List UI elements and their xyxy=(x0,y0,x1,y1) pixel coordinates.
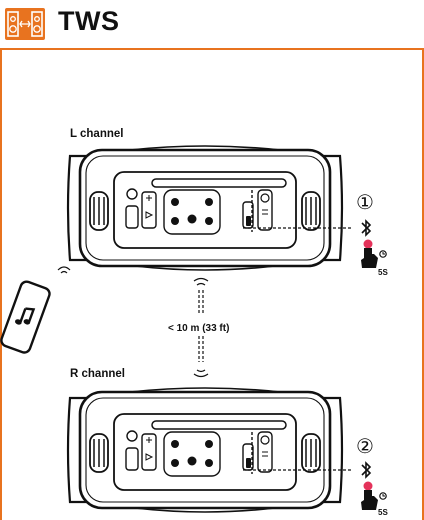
frame-border-right xyxy=(422,50,424,520)
speaker-label: L channel xyxy=(70,128,124,140)
bluetooth-icon xyxy=(361,462,371,478)
tws-speaker-pair-icon xyxy=(5,8,45,40)
speaker-r-channel xyxy=(66,386,344,514)
frame-border-left xyxy=(0,50,2,520)
distance-label: < 10 m (33 ft) xyxy=(168,323,230,334)
step-number: ② xyxy=(356,436,374,458)
speaker-label: R channel xyxy=(70,368,125,380)
wireless-signal-icon xyxy=(193,277,209,286)
speaker-l-channel xyxy=(66,144,344,272)
hold-time: 5S xyxy=(378,268,388,277)
finger-press-icon xyxy=(360,238,387,269)
page-header: TWS xyxy=(0,0,424,49)
wireless-signal-icon xyxy=(193,369,209,378)
page-title: TWS xyxy=(58,6,120,36)
phone-music-icon xyxy=(0,280,51,354)
bluetooth-icon xyxy=(361,220,371,236)
finger-press-icon xyxy=(360,480,387,511)
step-number: ① xyxy=(356,192,374,214)
hold-time: 5S xyxy=(378,508,388,517)
wireless-signal-icon xyxy=(57,266,71,274)
header-divider xyxy=(0,48,424,50)
